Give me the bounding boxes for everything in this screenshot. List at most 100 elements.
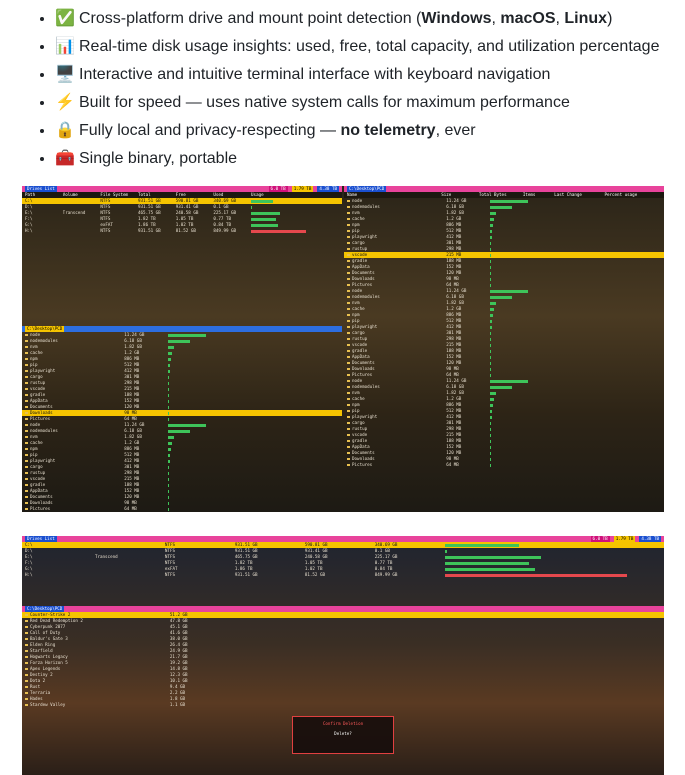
confirm-dialog[interactable]: Confirm Deletion Delete? [292, 716, 394, 754]
